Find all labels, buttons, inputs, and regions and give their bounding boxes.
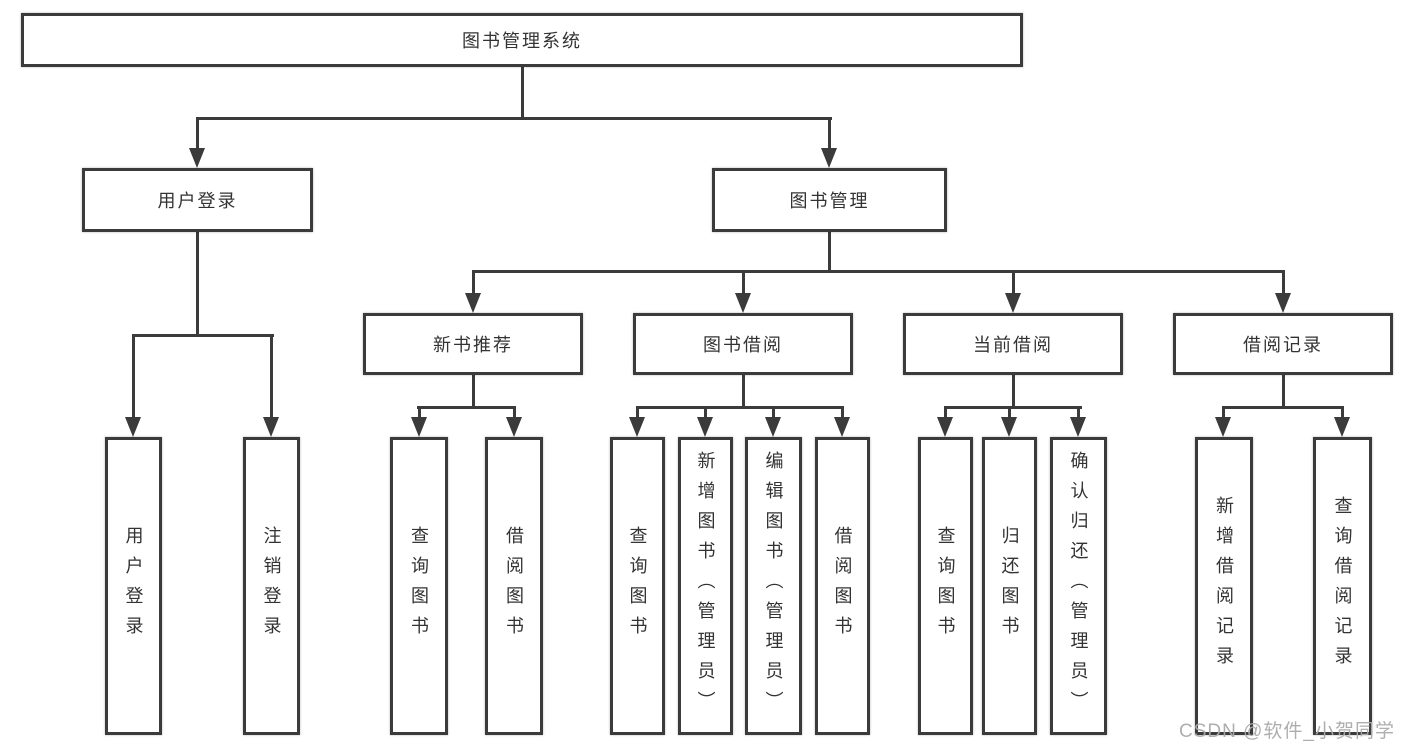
arrow-down-icon (1275, 293, 1291, 313)
leaf-edit-book-admin: 编辑图书（管理员） (745, 437, 802, 735)
connector-leaf (513, 406, 516, 422)
connector-leaf (772, 406, 775, 422)
arrow-down-icon (765, 417, 781, 437)
connector-leaf (1008, 406, 1011, 422)
connector-to-book-management (828, 117, 831, 153)
node-borrow-records-label: 借阅记录 (1243, 335, 1323, 355)
node-root: 图书管理系统 (21, 13, 1023, 67)
connector-leaf (1341, 406, 1344, 422)
connector-borrow-records-split (1222, 406, 1344, 409)
connector-root-stem (521, 66, 524, 119)
leaf-query-books-borrow-label: 查询图书 (627, 526, 648, 646)
connector-current-borrow-stem (1012, 373, 1015, 409)
connector-user-login-split (132, 334, 274, 337)
node-book-management: 图书管理 (712, 168, 947, 232)
leaf-query-borrow-record-label: 查询借阅记录 (1332, 496, 1353, 676)
leaf-query-books-current-label: 查询图书 (935, 526, 956, 646)
arrow-down-icon (735, 293, 751, 313)
leaf-query-books-borrow: 查询图书 (610, 437, 665, 735)
arrow-down-icon (263, 417, 279, 437)
leaf-query-borrow-record: 查询借阅记录 (1313, 437, 1372, 735)
connector-borrow-records-stem (1282, 373, 1285, 409)
leaf-confirm-return-admin: 确认归还（管理员） (1050, 437, 1107, 735)
leaf-borrow-books-label: 借阅图书 (832, 526, 853, 646)
arrow-down-icon (1070, 417, 1086, 437)
connector-root-split (196, 117, 832, 120)
leaf-edit-book-admin-label: 编辑图书（管理员） (763, 451, 784, 721)
connector-to-new-book (472, 270, 475, 298)
connector-book-management-stem (828, 230, 831, 273)
connector-to-current-borrow (1012, 270, 1015, 298)
leaf-add-book-admin-label: 新增图书（管理员） (695, 451, 716, 721)
arrow-down-icon (1215, 417, 1231, 437)
connector-book-management-split (472, 270, 1285, 273)
leaf-user-login-label: 用户登录 (123, 526, 144, 646)
arrow-down-icon (821, 148, 837, 168)
connector-user-login-stem (196, 230, 199, 337)
arrow-down-icon (465, 293, 481, 313)
leaf-borrow-books-recommend: 借阅图书 (485, 437, 543, 735)
leaf-confirm-return-admin-label: 确认归还（管理员） (1068, 451, 1089, 721)
connector-to-leaf-user-login (132, 334, 135, 420)
connector-leaf (841, 406, 844, 422)
csdn-watermark: CSDN @软件_小贺同学 (1179, 721, 1395, 742)
arrow-down-icon (1005, 293, 1021, 313)
connector-leaf (418, 406, 421, 422)
node-new-book-recommend: 新书推荐 (363, 313, 583, 375)
connector-to-book-borrow (742, 270, 745, 298)
connector-leaf (636, 406, 639, 422)
leaf-user-login: 用户登录 (105, 437, 162, 735)
leaf-add-borrow-record-label: 新增借阅记录 (1214, 496, 1234, 676)
leaf-query-books-current: 查询图书 (918, 437, 973, 735)
leaf-add-book-admin: 新增图书（管理员） (678, 437, 733, 735)
node-new-book-recommend-label: 新书推荐 (433, 335, 513, 355)
leaf-query-books-recommend-label: 查询图书 (409, 526, 429, 646)
leaf-borrow-books: 借阅图书 (815, 437, 870, 735)
node-current-borrow-label: 当前借阅 (973, 335, 1053, 355)
arrow-down-icon (1001, 417, 1017, 437)
arrow-down-icon (697, 417, 713, 437)
arrow-down-icon (834, 417, 850, 437)
node-current-borrow: 当前借阅 (903, 313, 1123, 375)
connector-to-leaf-logout (270, 334, 273, 420)
leaf-add-borrow-record: 新增借阅记录 (1195, 437, 1253, 735)
connector-book-borrow-stem (742, 373, 745, 409)
leaf-query-books-recommend: 查询图书 (390, 437, 448, 735)
node-user-login: 用户登录 (82, 168, 313, 232)
node-borrow-records: 借阅记录 (1173, 313, 1393, 375)
connector-to-user-login (196, 117, 199, 153)
node-user-login-label: 用户登录 (157, 191, 238, 211)
connector-book-borrow-split (636, 406, 844, 409)
leaf-logout-label: 注销登录 (261, 526, 282, 646)
arrow-down-icon (506, 417, 522, 437)
arrow-down-icon (629, 417, 645, 437)
connector-leaf (704, 406, 707, 422)
arrow-down-icon (937, 417, 953, 437)
arrow-down-icon (1334, 417, 1350, 437)
connector-leaf (944, 406, 947, 422)
connector-to-borrow-records (1282, 270, 1285, 298)
connector-leaf (1077, 406, 1080, 422)
node-book-management-label: 图书管理 (789, 191, 870, 211)
arrow-down-icon (125, 417, 141, 437)
connector-current-borrow-split (944, 406, 1082, 409)
leaf-return-book: 归还图书 (982, 437, 1037, 735)
connector-new-book-split (417, 406, 516, 409)
node-root-label: 图书管理系统 (462, 31, 582, 51)
leaf-logout: 注销登录 (243, 437, 300, 735)
connector-new-book-stem (472, 373, 475, 409)
arrow-down-icon (189, 148, 205, 168)
node-book-borrow-label: 图书借阅 (703, 335, 783, 355)
arrow-down-icon (411, 417, 427, 437)
connector-leaf (1222, 406, 1225, 422)
leaf-return-book-label: 归还图书 (999, 526, 1020, 646)
node-book-borrow: 图书借阅 (633, 313, 853, 375)
leaf-borrow-books-recommend-label: 借阅图书 (504, 526, 524, 646)
